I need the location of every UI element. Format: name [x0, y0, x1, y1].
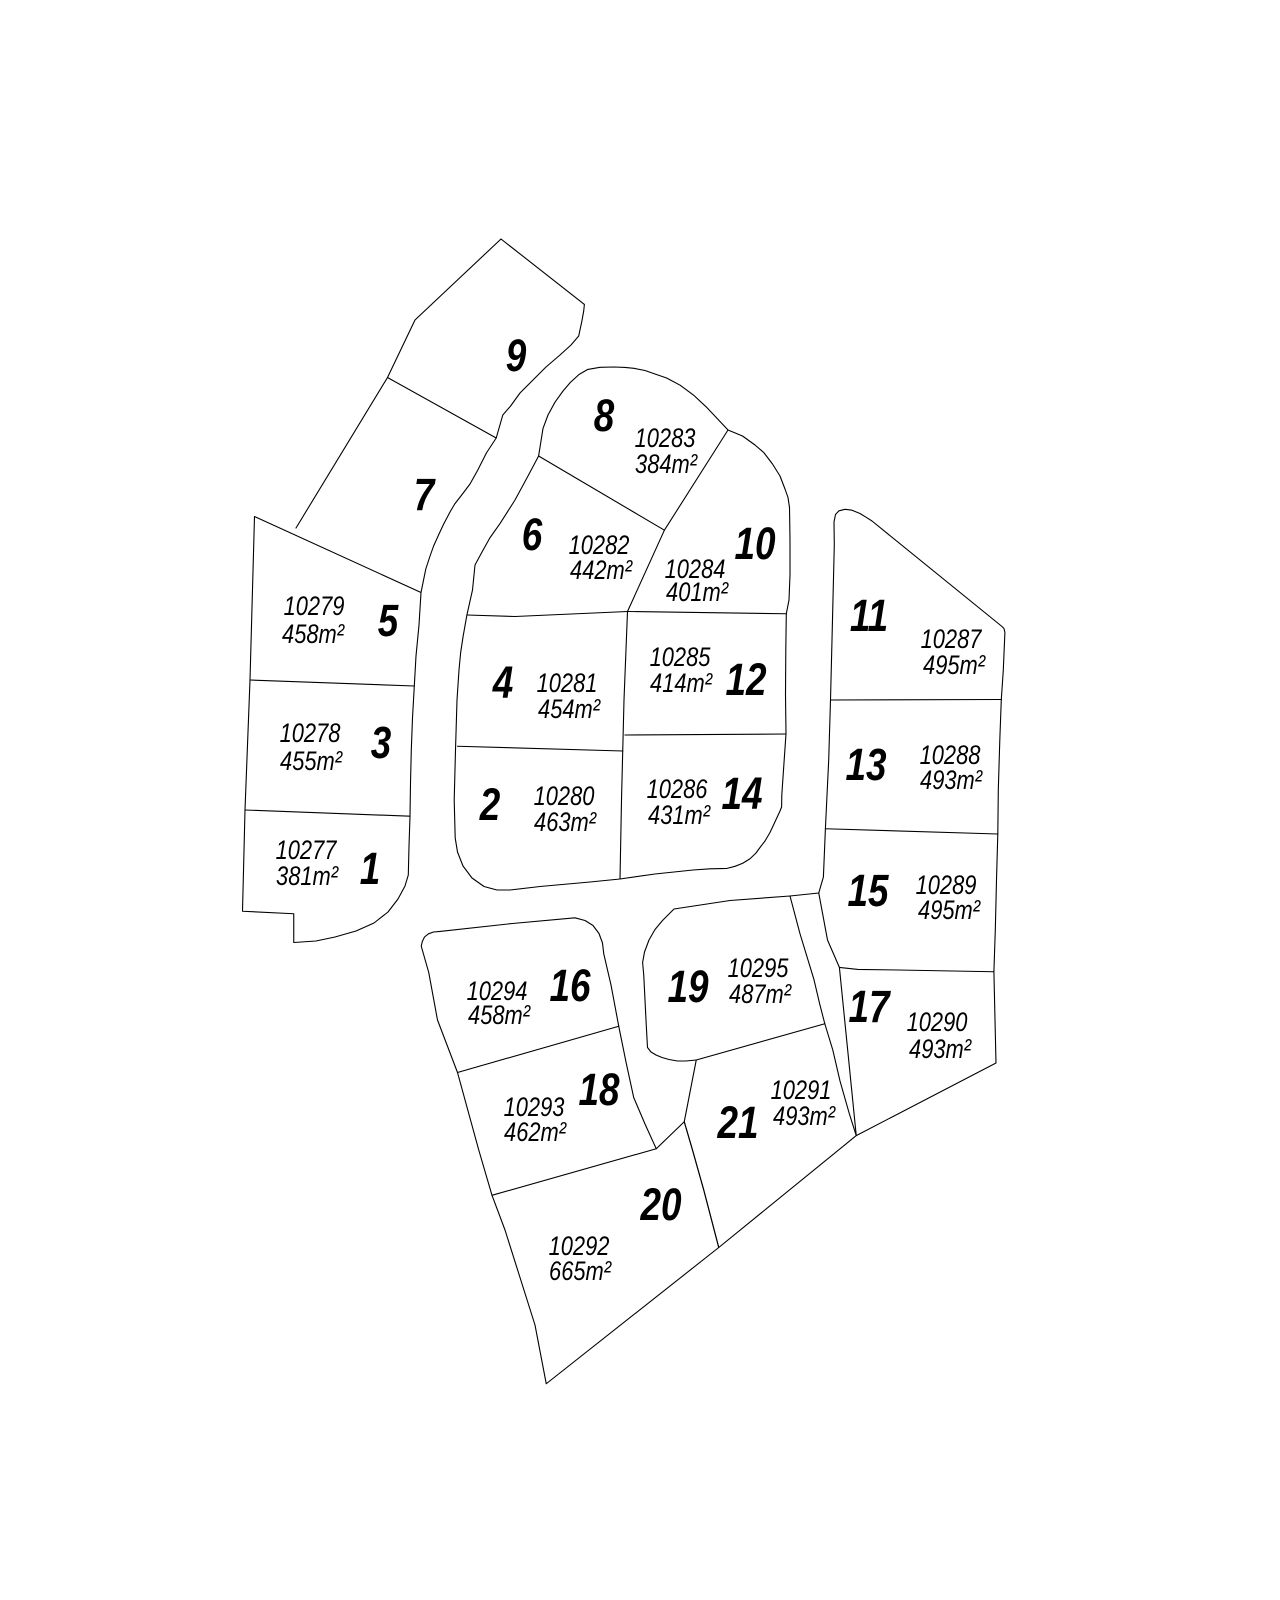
svg-text:10290: 10290 [907, 1008, 968, 1038]
svg-text:431m²: 431m² [648, 801, 711, 831]
svg-text:2: 2 [479, 780, 501, 830]
svg-text:10283: 10283 [635, 424, 696, 454]
svg-text:10288: 10288 [920, 741, 981, 771]
svg-text:455m²: 455m² [280, 747, 343, 777]
svg-text:381m²: 381m² [276, 862, 339, 892]
svg-text:6: 6 [522, 510, 544, 560]
svg-text:20: 20 [640, 1180, 682, 1230]
svg-text:665m²: 665m² [549, 1257, 612, 1287]
svg-text:10284: 10284 [665, 555, 726, 585]
svg-text:21: 21 [717, 1098, 759, 1148]
svg-text:3: 3 [371, 718, 392, 768]
svg-text:4: 4 [492, 658, 514, 708]
svg-text:495m²: 495m² [923, 651, 986, 681]
svg-text:13: 13 [845, 740, 886, 790]
svg-text:10294: 10294 [467, 977, 528, 1007]
svg-text:15: 15 [847, 866, 889, 916]
svg-text:10280: 10280 [534, 782, 595, 812]
svg-text:14: 14 [721, 769, 762, 819]
svg-text:9: 9 [506, 331, 527, 381]
svg-text:19: 19 [667, 962, 708, 1012]
svg-text:384m²: 384m² [635, 450, 698, 480]
svg-text:10287: 10287 [921, 625, 983, 655]
svg-text:16: 16 [549, 961, 591, 1011]
svg-text:493m²: 493m² [773, 1102, 836, 1132]
svg-text:10286: 10286 [647, 775, 708, 805]
svg-text:10277: 10277 [276, 836, 338, 866]
svg-text:10285: 10285 [650, 643, 711, 673]
svg-text:493m²: 493m² [920, 766, 983, 796]
svg-text:10289: 10289 [916, 871, 977, 901]
svg-text:1: 1 [360, 844, 381, 894]
svg-text:493m²: 493m² [909, 1035, 972, 1065]
svg-text:10292: 10292 [549, 1232, 610, 1262]
svg-text:458m²: 458m² [282, 620, 345, 650]
svg-text:17: 17 [848, 982, 891, 1032]
svg-text:462m²: 462m² [504, 1118, 567, 1148]
svg-text:463m²: 463m² [534, 808, 597, 838]
svg-text:442m²: 442m² [570, 556, 633, 586]
svg-text:10295: 10295 [728, 954, 789, 984]
svg-text:401m²: 401m² [666, 578, 729, 608]
svg-text:10278: 10278 [280, 719, 341, 749]
svg-text:5: 5 [378, 596, 400, 646]
svg-text:458m²: 458m² [468, 1001, 531, 1031]
svg-text:10293: 10293 [504, 1093, 565, 1123]
svg-text:10: 10 [734, 519, 775, 569]
svg-text:487m²: 487m² [729, 980, 792, 1010]
svg-text:7: 7 [414, 470, 436, 520]
svg-text:8: 8 [594, 391, 615, 441]
svg-text:454m²: 454m² [538, 695, 601, 725]
svg-text:11: 11 [850, 591, 888, 641]
svg-text:10282: 10282 [569, 531, 630, 561]
svg-text:12: 12 [725, 655, 766, 705]
svg-text:18: 18 [578, 1065, 619, 1115]
svg-text:414m²: 414m² [650, 669, 713, 699]
svg-text:10281: 10281 [537, 669, 598, 699]
svg-text:10291: 10291 [771, 1076, 832, 1106]
svg-text:10279: 10279 [284, 592, 345, 622]
svg-text:495m²: 495m² [918, 896, 981, 926]
